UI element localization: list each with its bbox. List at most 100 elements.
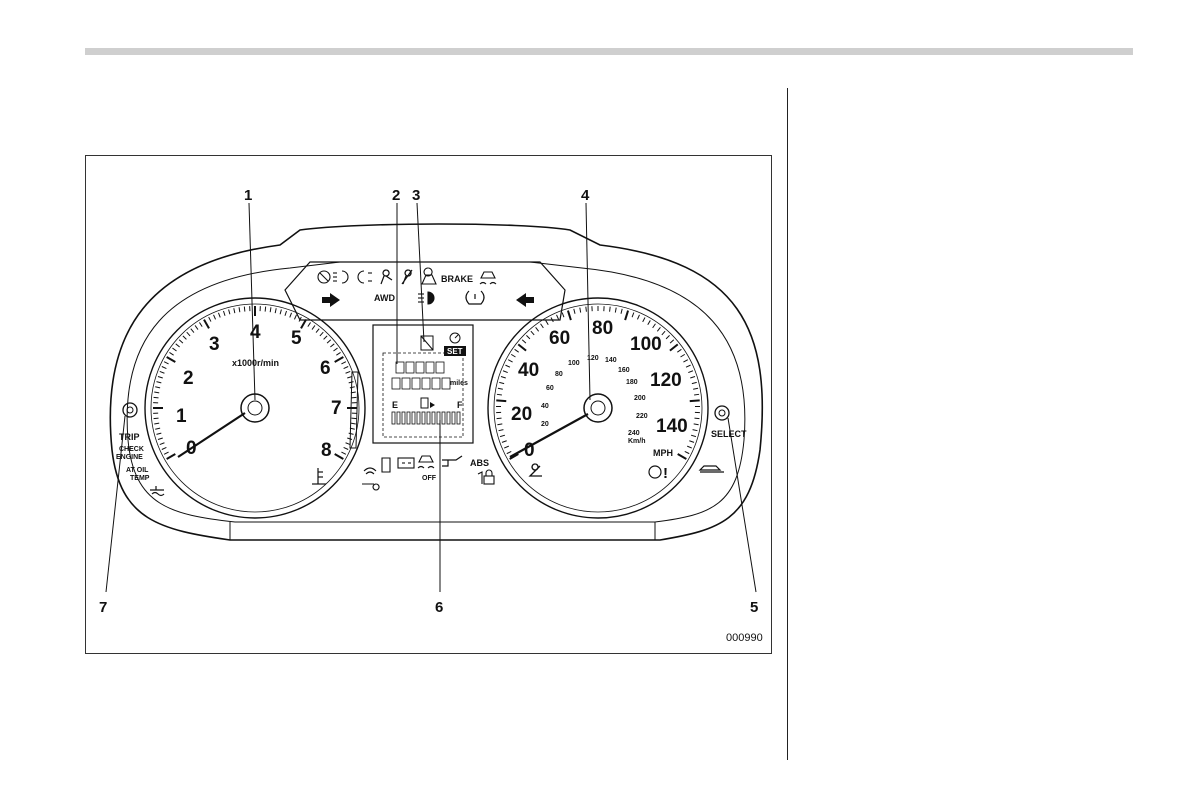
speedometer-tick <box>511 354 515 357</box>
callout-2: 2 <box>392 187 400 204</box>
rear-fog-light-icon <box>358 271 372 283</box>
tachometer-tick <box>301 320 306 329</box>
mph-number-80: 80 <box>592 318 613 339</box>
tachometer-tick <box>336 352 340 355</box>
tachometer-tick <box>349 433 354 434</box>
tachometer-tick <box>290 313 292 318</box>
speedometer-tick <box>690 376 695 378</box>
speedometer-tick <box>496 400 506 401</box>
tachometer-tick <box>223 311 225 316</box>
tachometer-tick <box>160 443 165 445</box>
speedometer-tick <box>546 320 549 324</box>
tachometer-tick <box>239 307 240 312</box>
tachometer-tick <box>351 397 356 398</box>
fuel-gauge-segment <box>427 412 430 424</box>
kmh-number-200: 200 <box>634 395 646 402</box>
tachometer-tick <box>183 336 187 340</box>
tachometer-hub-inner <box>248 401 262 415</box>
speedometer-tick <box>692 382 697 383</box>
tachometer-tick <box>344 367 349 369</box>
speedometer-tick <box>610 307 611 312</box>
speedometer-tick <box>648 320 651 324</box>
tach-number-1: 1 <box>176 406 187 427</box>
fuel-gauge-segment <box>422 412 425 424</box>
speedometer-tick <box>689 441 694 443</box>
tach-number-5: 5 <box>291 328 302 349</box>
speedometer-tick <box>507 451 511 453</box>
speedometer-tick <box>574 309 575 314</box>
tachometer-tick <box>176 344 180 347</box>
speedometer-tick <box>670 344 678 350</box>
mph-unit-label: MPH <box>653 448 673 458</box>
callout-3: 3 <box>412 187 420 204</box>
fuel-gauge-segment <box>457 412 460 424</box>
speedometer-tick <box>632 313 634 318</box>
set-label: SET <box>447 347 463 356</box>
fuel-gauge-segment <box>417 412 420 424</box>
tachometer-tick <box>344 447 349 449</box>
passenger-airbag-off-icon <box>402 270 412 284</box>
kmh-number-240: 240 <box>628 430 640 437</box>
callout-1: 1 <box>244 187 252 204</box>
cruise-control-icon <box>450 333 460 343</box>
oil-pressure-icon <box>442 456 462 466</box>
tachometer-tick <box>179 340 183 343</box>
speedometer-tick <box>522 340 526 343</box>
speedometer-tick <box>691 435 696 436</box>
security-indicator-icon <box>478 470 494 484</box>
speedometer-tick <box>501 376 506 378</box>
at-oil-temp-label-1: AT OIL <box>126 467 149 474</box>
select-label: SELECT <box>711 429 747 439</box>
speedometer-tick <box>621 309 622 314</box>
speedometer-tick <box>497 394 502 395</box>
tachometer-tick <box>341 452 345 454</box>
select-knob[interactable] <box>715 406 729 420</box>
speedometer-tick <box>670 340 674 343</box>
tachometer-tick <box>324 336 328 340</box>
speedometer-tick <box>686 365 691 367</box>
fuel-empty-label: E <box>392 400 398 410</box>
tachometer-tick <box>155 387 160 388</box>
kmh-number-220: 220 <box>636 413 648 420</box>
speedometer-tick <box>693 430 698 431</box>
callout-1-leader <box>249 203 255 400</box>
callout-7-leader <box>106 416 125 592</box>
svg-text:!: ! <box>663 465 668 482</box>
windshield-defrost-icon <box>318 271 330 283</box>
tachometer-tick <box>347 438 352 440</box>
kmh-number-180: 180 <box>626 379 638 386</box>
cruise-warning-icon: ! <box>649 465 668 482</box>
fuel-gauge-segment <box>452 412 455 424</box>
speedometer-tick <box>531 331 534 335</box>
speedometer-tick <box>541 324 544 328</box>
selected-gear-indicator-icon <box>421 336 433 350</box>
tachometer-tick <box>172 348 176 351</box>
top-pod-outline <box>285 262 565 320</box>
tachometer-tick <box>164 452 168 454</box>
speedometer-tick <box>580 308 581 313</box>
tachometer-tick <box>320 332 323 336</box>
turn-signal-right-icon <box>516 293 534 307</box>
mph-number-40: 40 <box>518 360 539 381</box>
tachometer-tick <box>209 317 211 321</box>
tire-pressure-icon <box>466 291 484 304</box>
kmh-number-80: 80 <box>555 371 563 378</box>
tachometer-tick <box>169 352 173 355</box>
fuel-pump-icon <box>421 398 435 408</box>
speedometer-tick <box>653 324 656 328</box>
tachometer-tick <box>327 340 331 343</box>
speedometer-tick <box>643 317 645 321</box>
tachometer-tick <box>330 344 334 347</box>
speedometer-tick <box>499 382 504 383</box>
trip-knob[interactable] <box>123 403 137 417</box>
tachometer-tick <box>333 348 337 351</box>
speedometer-tick <box>683 360 687 362</box>
tachometer-tick <box>187 332 190 336</box>
speedometer-tick <box>497 418 502 419</box>
tachometer-tick <box>164 362 168 364</box>
tachometer-redzone-bar <box>350 372 358 448</box>
speedometer-tick <box>694 394 699 395</box>
tachometer-tick <box>270 307 271 312</box>
speedometer-tick <box>515 349 519 352</box>
